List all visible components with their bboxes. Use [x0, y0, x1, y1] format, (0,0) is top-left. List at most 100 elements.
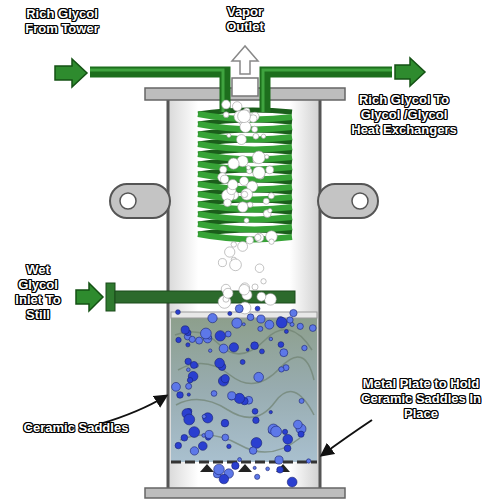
vapor-arrow — [232, 46, 258, 74]
part-label: Vapor Outlet — [215, 4, 275, 34]
bubble — [277, 466, 284, 473]
leader-line — [322, 420, 372, 455]
bubble — [255, 234, 261, 240]
bubble — [234, 393, 244, 403]
bubble — [252, 126, 258, 132]
bubble — [229, 343, 238, 352]
bubble — [238, 458, 242, 462]
bubble — [251, 342, 259, 350]
bubble — [261, 134, 265, 138]
bubble — [227, 444, 231, 448]
bubble — [257, 315, 265, 323]
bubble — [176, 337, 181, 342]
left-lug-hole — [120, 193, 136, 209]
bubble — [252, 284, 258, 290]
bubble — [186, 383, 192, 389]
bubble — [241, 189, 253, 201]
bubble — [240, 360, 245, 365]
bubble — [254, 372, 264, 382]
bubble — [253, 166, 265, 178]
bubble — [228, 180, 238, 190]
bubble — [269, 410, 272, 413]
bubble — [232, 102, 241, 111]
bubble — [205, 430, 213, 438]
part-label: Ceramic Saddles — [6, 420, 146, 435]
bubble — [219, 344, 228, 353]
bubble — [230, 259, 242, 271]
bubble — [268, 208, 272, 212]
bubble — [228, 312, 232, 316]
bubble — [214, 464, 225, 475]
bubble — [218, 259, 226, 267]
bubble — [186, 343, 190, 347]
bubble — [255, 474, 260, 479]
bubble — [238, 110, 251, 123]
bubble — [231, 242, 236, 247]
bubble — [232, 318, 242, 328]
reflux-coil — [198, 110, 292, 239]
bubble — [190, 447, 198, 455]
bubble — [232, 462, 239, 469]
bubble — [228, 392, 236, 400]
support-plate-legs — [200, 464, 290, 472]
bubble — [306, 459, 310, 463]
bubble — [269, 239, 274, 244]
inlet-flange — [106, 283, 115, 311]
bubble — [220, 166, 227, 173]
bubble — [223, 288, 233, 298]
bubble — [221, 419, 229, 427]
bubble — [190, 361, 197, 368]
bubble — [278, 342, 284, 348]
bubble — [247, 314, 254, 321]
bubble — [181, 326, 189, 334]
bubble — [203, 413, 213, 423]
bubble — [253, 466, 256, 469]
vapor-nozzle — [232, 78, 258, 96]
bubble — [238, 202, 248, 212]
bubble — [284, 330, 288, 334]
flow-arrow — [55, 59, 87, 87]
bubble — [280, 349, 288, 357]
bubble — [224, 199, 232, 207]
bubble — [187, 368, 191, 372]
bubble — [225, 247, 235, 257]
bubble — [255, 264, 264, 273]
bubble — [225, 331, 231, 337]
bubble — [302, 345, 307, 350]
coil-front — [198, 234, 292, 239]
bubble — [298, 431, 304, 437]
bubble — [279, 367, 284, 372]
bubble — [221, 375, 229, 383]
coil-front — [198, 224, 292, 229]
bubble — [246, 348, 249, 351]
bubble — [227, 133, 231, 137]
bubble — [202, 415, 206, 419]
bubble — [276, 317, 287, 328]
right-lug-hole — [352, 193, 368, 209]
bubble — [249, 447, 256, 454]
bubble — [215, 358, 225, 368]
bubble — [297, 323, 303, 329]
bubble — [246, 166, 250, 170]
bubble — [283, 434, 293, 444]
part-label: Metal Plate to Hold Ceramic Saddles In P… — [355, 376, 487, 421]
packing-texture — [175, 330, 314, 452]
bubble — [282, 429, 287, 434]
bubble — [252, 408, 258, 414]
bubble — [235, 305, 243, 313]
bubble — [241, 191, 247, 197]
bubble — [172, 382, 181, 391]
part-label: Wet Glycol Inlet To Still — [8, 262, 68, 322]
bubble — [284, 445, 291, 452]
part-label: Rich Glycol To Glycol /Glycol Heat Excha… — [345, 92, 463, 137]
bubble — [253, 133, 259, 139]
left-lug — [110, 184, 170, 218]
bubble — [259, 349, 264, 354]
bubble — [287, 477, 297, 487]
bubble — [196, 337, 203, 344]
bubbles — [172, 100, 317, 487]
bubble — [175, 442, 181, 448]
inlet-pipe — [90, 72, 225, 112]
bubble — [236, 135, 246, 145]
